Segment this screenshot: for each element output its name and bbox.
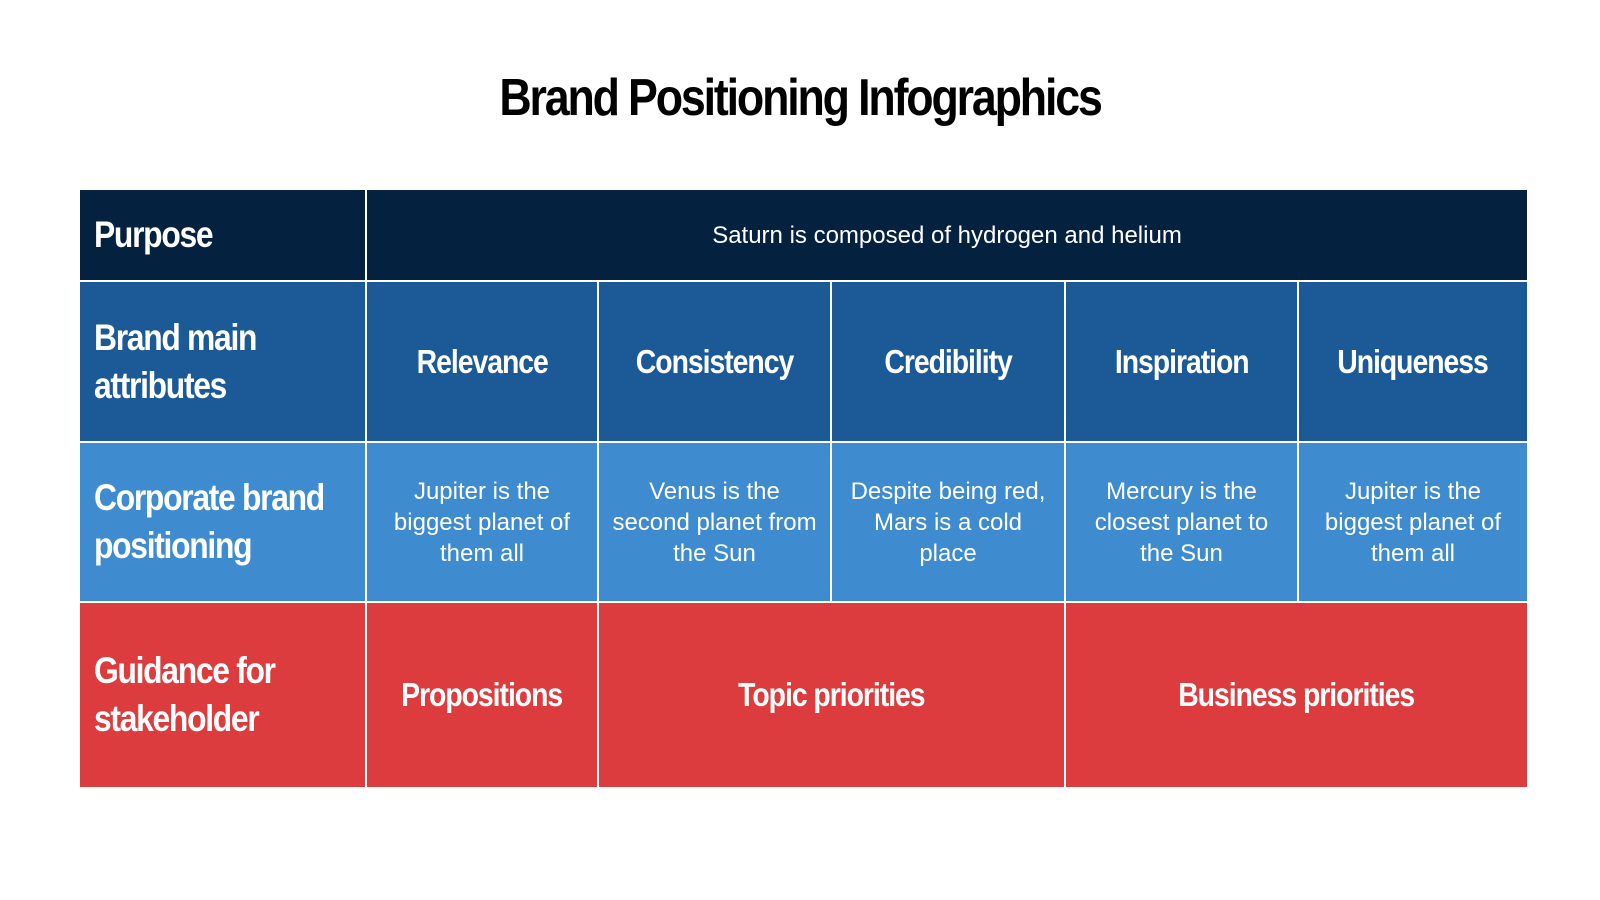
attribute-label: Uniqueness <box>1337 342 1490 380</box>
attribute-cell-relevance: Relevance <box>367 282 597 441</box>
attribute-cell-consistency: Consistency <box>599 282 830 441</box>
guidance-label-cell: Guidance for stakeholder <box>80 603 365 787</box>
corporate-cell: Venus is the second planet from the Sun <box>599 443 830 601</box>
corporate-text: Jupiter is the biggest planet of them al… <box>1324 477 1502 567</box>
purpose-value: Saturn is composed of hydrogen and heliu… <box>712 221 1182 249</box>
attribute-label: Inspiration <box>1114 342 1250 380</box>
attribute-label: Consistency <box>635 342 794 380</box>
attribute-cell-uniqueness: Uniqueness <box>1299 282 1527 441</box>
guidance-cell-business-priorities: Business priorities <box>1066 603 1527 787</box>
slide-title: Brand Positioning Infographics <box>499 69 1103 127</box>
attribute-cell-credibility: Credibility <box>832 282 1064 441</box>
corporate-cell: Jupiter is the biggest planet of them al… <box>367 443 597 601</box>
attributes-label-cell: Brand main attributes <box>80 282 365 441</box>
corporate-text: Jupiter is the biggest planet of them al… <box>393 477 571 567</box>
purpose-label-cell: Purpose <box>80 190 365 280</box>
corporate-text: Mercury is the closest planet to the Sun <box>1094 477 1269 567</box>
corporate-cell: Jupiter is the biggest planet of them al… <box>1299 443 1527 601</box>
corporate-cell: Despite being red, Mars is a cold place <box>832 443 1064 601</box>
guidance-label-line2: stakeholder <box>94 698 260 739</box>
purpose-label: Purpose <box>94 214 214 255</box>
corporate-label-line1: Corporate brand <box>94 477 325 518</box>
corporate-cell: Mercury is the closest planet to the Sun <box>1066 443 1297 601</box>
guidance-cell-topic-priorities: Topic priorities <box>599 603 1064 787</box>
guidance-text: Topic priorities <box>738 676 925 713</box>
corporate-label-line2: positioning <box>94 525 253 566</box>
corporate-label-cell: Corporate brand positioning <box>80 443 365 601</box>
corporate-text: Venus is the second planet from the Sun <box>612 477 817 567</box>
guidance-label-line1: Guidance for <box>94 650 276 691</box>
guidance-cell-propositions: Propositions <box>367 603 597 787</box>
corporate-text: Despite being red, Mars is a cold place <box>850 477 1046 567</box>
attributes-label-line2: attributes <box>94 364 227 406</box>
attributes-label-line1: Brand main <box>94 316 257 358</box>
purpose-value-cell: Saturn is composed of hydrogen and heliu… <box>367 190 1527 280</box>
brand-positioning-table: Purpose Saturn is composed of hydrogen a… <box>80 190 1527 787</box>
guidance-text: Propositions <box>401 676 563 713</box>
attribute-label: Relevance <box>416 342 548 380</box>
attribute-cell-inspiration: Inspiration <box>1066 282 1297 441</box>
attribute-label: Credibility <box>884 342 1012 380</box>
guidance-text: Business priorities <box>1178 676 1416 713</box>
